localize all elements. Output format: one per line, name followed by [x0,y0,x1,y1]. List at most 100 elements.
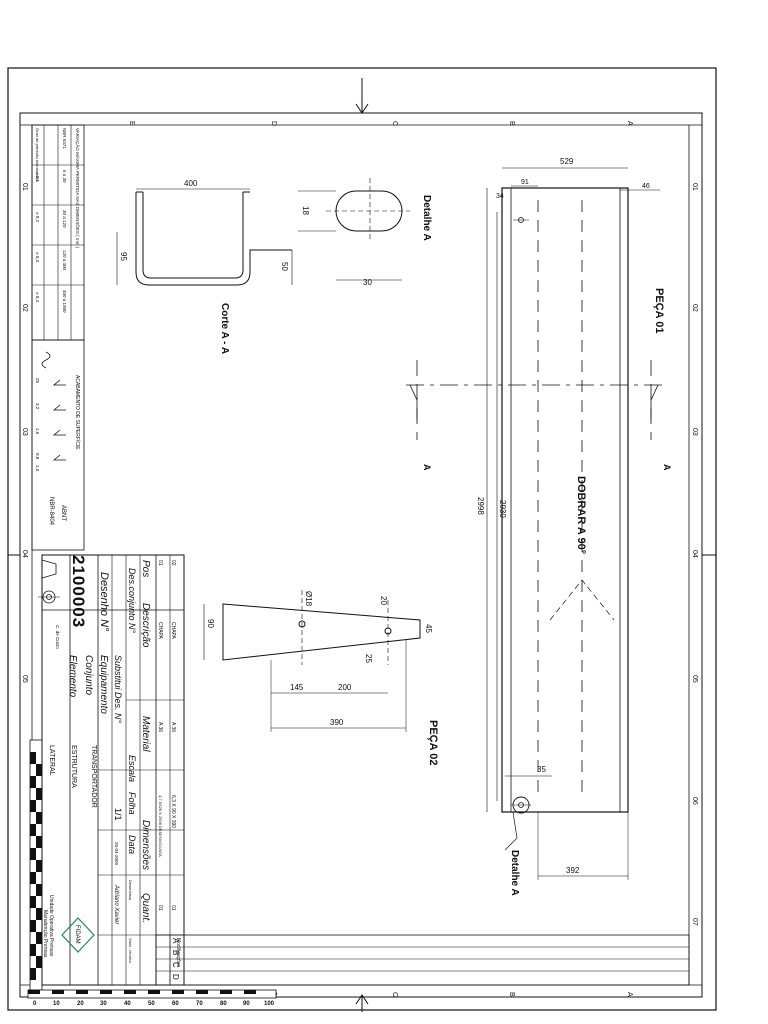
svg-text:CHAPA: CHAPA [170,622,176,640]
part-02-view: Ø18 20 45 25 90 145 200 390 PEÇA 02 [203,590,439,765]
drawing-number: 2100003 [69,555,88,628]
detail-title: Detalhe A [421,195,432,241]
svg-text:34: 34 [496,193,504,200]
scale-tick: 10 [53,1001,60,1007]
svg-text:Dimensões: Dimensões [140,820,151,870]
svg-text:TRANSPORTADOR: TRANSPORTADOR [90,745,97,808]
svg-text:FIDAM: FIDAM [74,925,80,944]
svg-text:C: C [171,962,180,968]
svg-text:400: 400 [184,179,198,188]
svg-text:A: A [171,938,180,944]
svg-text:01: 01 [691,183,698,191]
svg-text:01: 01 [157,905,163,911]
svg-text:± 0,3: ± 0,3 [35,252,40,262]
company-logo: FIDAM [61,917,95,953]
svg-text:Folha: Folha [127,792,137,815]
svg-text:Manutenção Prensas: Manutenção Prensas [42,910,48,958]
svg-text:A: A [662,464,672,471]
detail-a-label: Detalhe A [509,850,520,896]
svg-text:0,8: 0,8 [35,453,40,460]
svg-text:Descrição: Descrição [140,603,151,648]
tolerance-norm: NBR 6371 [62,128,67,149]
svg-text:C. de Custo: C. de Custo [55,625,60,649]
svg-text:01: 01 [21,183,28,191]
zone-letter: A [626,121,633,126]
part02-title: PEÇA 02 [427,720,439,765]
svg-text:Adriano Xavier: Adriano Xavier [113,884,119,925]
svg-text:03: 03 [21,428,28,436]
svg-text:1,6: 1,6 [35,428,40,435]
zone-letter: B [508,992,515,997]
scale-tick: 0 [33,1001,37,1007]
svg-text:Desenhista: Desenhista [128,880,133,901]
svg-text:02: 02 [170,560,176,566]
bend-note: DOBRAR A 90° [575,476,587,554]
svg-text:400 a 1000: 400 a 1000 [62,290,67,313]
svg-text:2930: 2930 [498,500,507,518]
svg-text:Des.conjunto N°: Des.conjunto N° [127,568,137,634]
svg-text:1/1: 1/1 [113,808,123,821]
modifications-strip: A B C D [155,934,690,986]
tolerance-col-head: Grau de precisão toleranciada [35,128,40,182]
svg-text:01: 01 [157,560,163,566]
svg-text:CHAPA: CHAPA [157,622,163,640]
svg-text:Escala: Escala [127,755,137,782]
svg-text:46: 46 [642,183,650,190]
svg-text:B: B [171,950,180,955]
svg-text:Equipamento: Equipamento [98,655,109,714]
detail-a-view: 18 30 Detalhe A [298,178,432,287]
svg-text:05: 05 [691,675,698,683]
svg-text:529: 529 [560,157,574,166]
svg-text:392: 392 [566,866,580,875]
svg-text:20: 20 [379,596,388,605]
svg-text:1,0: 1,0 [35,465,40,472]
border-numbers: 01 02 03 04 05 06 07 01 02 03 04 05 [21,183,698,926]
svg-text:4,7 X529 X 2998 DESENVOLVIDA: 4,7 X529 X 2998 DESENVOLVIDA [158,795,163,857]
scale-tick: 30 [100,1001,107,1007]
zone-letter: D [270,121,277,126]
svg-text:95: 95 [119,252,128,261]
scale-tick: 50 [148,1001,155,1007]
scale-tick: 70 [196,1001,203,1007]
tolerance-title: VARIAÇÃO MÁXIMA PERMITIDA NAS DIMENSÕES … [75,128,81,249]
svg-text:Modificações: Modificações [175,938,181,968]
svg-text:03: 03 [691,428,698,436]
svg-text:6,3 X 90 X 390: 6,3 X 90 X 390 [170,795,176,828]
svg-text:06: 06 [691,797,698,805]
svg-text:Elemento: Elemento [67,655,78,698]
svg-text:6 a 30: 6 a 30 [62,170,67,183]
title-block: 02 01 CHAPA CHAPA A 36 A 36 6,3 X 90 X 3… [38,554,185,986]
svg-text:± 0,1: ± 0,1 [35,172,40,182]
section-view-a-a: 400 95 50 Corte A - A [116,179,293,354]
svg-text:Substitui Des. N°: Substitui Des. N° [113,655,123,724]
svg-text:18: 18 [301,206,310,215]
svg-text:25-04-2009: 25-04-2009 [114,842,119,866]
svg-text:04: 04 [691,550,698,558]
svg-text:02: 02 [21,304,28,312]
tolerance-table: VARIAÇÃO MÁXIMA PERMITIDA NAS DIMENSÕES … [31,124,85,341]
svg-text:145: 145 [290,683,304,692]
svg-text:3,2: 3,2 [35,403,40,410]
svg-text:Unidade Operativa Prensas: Unidade Operativa Prensas [48,895,54,957]
svg-text:A: A [422,464,432,471]
svg-text:A 36: A 36 [170,722,176,732]
svg-text:Visto - técnico: Visto - técnico [128,938,133,964]
svg-text:Pos: Pos [140,560,151,577]
svg-text:04: 04 [21,550,28,558]
part-01-view: A A 529 91 46 2998 2930 34 35 392 DOBRAR… [406,157,672,896]
surface-finish-title: ACABAMENTO DE SUPERFÍCIE [74,375,81,450]
svg-text:Material: Material [140,716,151,752]
svg-text:390: 390 [330,718,344,727]
scale-tick: 100 [264,1001,275,1007]
zone-letter: E [128,121,135,126]
svg-text:90: 90 [206,619,215,628]
section-title: Corte A - A [219,303,230,354]
part01-title: PEÇA 01 [653,288,665,333]
projection-symbol [38,559,60,604]
scale-bar: 0 10 20 30 40 50 60 70 80 90 100 [27,739,277,1007]
zone-letter: B [508,121,515,126]
svg-text:25: 25 [364,654,373,663]
svg-text:NBR-8404: NBR-8404 [48,497,54,526]
svg-text:ESTRUTURA: ESTRUTURA [70,745,77,788]
